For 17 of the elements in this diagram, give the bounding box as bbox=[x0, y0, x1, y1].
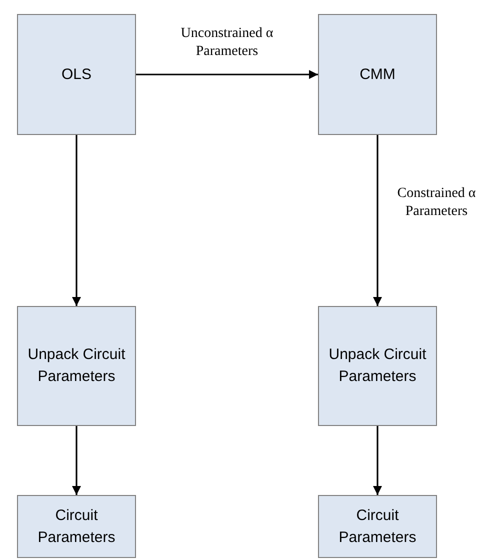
arrow bbox=[373, 135, 382, 306]
process-box bbox=[318, 306, 437, 426]
arrow bbox=[72, 426, 81, 495]
arrow bbox=[373, 426, 382, 495]
box-label: CMM bbox=[360, 64, 396, 85]
box-label: OLS bbox=[61, 64, 92, 85]
process-box bbox=[318, 14, 437, 135]
process-box bbox=[318, 495, 437, 558]
box-label: Unpack Circuit Parameters bbox=[328, 345, 428, 387]
box-label: Circuit Parameters bbox=[36, 506, 116, 548]
box-label: Circuit Parameters bbox=[338, 506, 418, 548]
arrow bbox=[72, 135, 81, 306]
process-box bbox=[17, 495, 136, 558]
arrow bbox=[136, 70, 318, 79]
process-box bbox=[17, 14, 136, 135]
process-box bbox=[17, 306, 136, 426]
box-label: Unpack Circuit Parameters bbox=[26, 345, 126, 387]
